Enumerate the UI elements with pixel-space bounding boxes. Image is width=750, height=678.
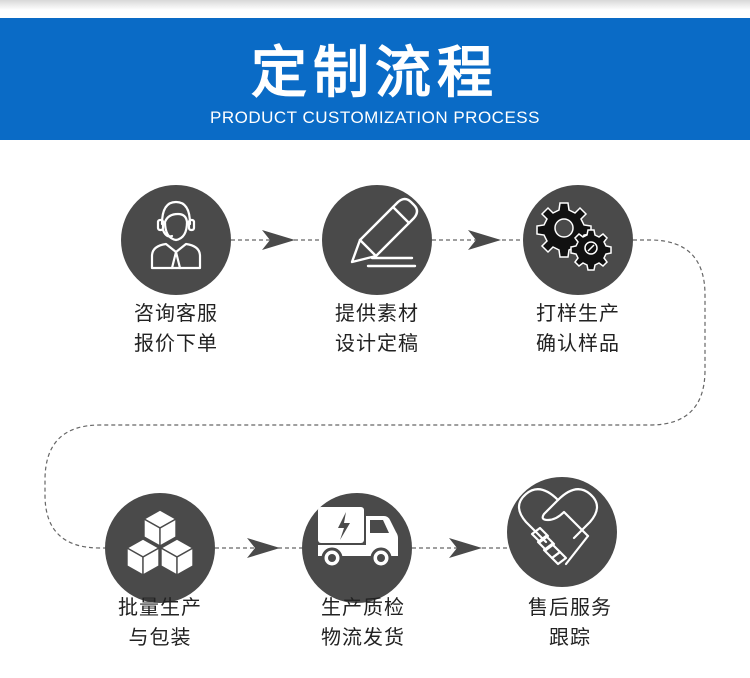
- step-3-line-2: 确认样品: [536, 331, 620, 355]
- step-3: 打样生产 确认样品: [498, 298, 658, 358]
- delivery-truck-icon: [318, 507, 398, 569]
- step-6-line-1: 售后服务: [528, 595, 612, 619]
- step-2-circle: [322, 185, 432, 295]
- step-5-line-2: 物流发货: [321, 625, 405, 649]
- handshake-heart-icon: [517, 488, 599, 566]
- step-6: 售后服务 跟踪: [490, 592, 650, 652]
- header-banner: 定制流程 PRODUCT CUSTOMIZATION PROCESS: [0, 18, 750, 140]
- step-5-line-1: 生产质检: [321, 595, 405, 619]
- step-2-line-2: 设计定稿: [335, 331, 419, 355]
- step-6-circle: [507, 477, 617, 587]
- step-1: 咨询客服 报价下单: [96, 298, 256, 358]
- top-shadow: [0, 0, 750, 10]
- arrow-5-6: [449, 538, 482, 558]
- connector-3-4: [44, 239, 706, 549]
- step-4-circle: [105, 493, 215, 603]
- page-title: 定制流程: [251, 41, 499, 106]
- step-6-line-2: 跟踪: [549, 625, 591, 649]
- page-subtitle: PRODUCT CUSTOMIZATION PROCESS: [210, 108, 540, 127]
- step-2-line-1: 提供素材: [335, 301, 419, 325]
- step-2: 提供素材 设计定稿: [297, 298, 457, 358]
- customer-service-icon: [150, 200, 202, 270]
- step-4-line-2: 与包装: [128, 625, 192, 649]
- step-1-line-2: 报价下单: [134, 331, 218, 355]
- gears-icon: [536, 202, 612, 271]
- boxes-icon: [126, 509, 194, 576]
- arrow-4-5: [247, 538, 280, 558]
- step-3-circle: [523, 185, 633, 295]
- step-5-circle: [302, 493, 412, 603]
- pencil-icon: [350, 197, 419, 268]
- arrow-1-2: [262, 230, 295, 250]
- arrow-2-3: [468, 230, 501, 250]
- step-1-circle: [121, 185, 231, 295]
- step-4-line-1: 批量生产: [118, 595, 202, 619]
- step-3-line-1: 打样生产: [536, 301, 620, 325]
- step-5: 生产质检 物流发货: [283, 592, 443, 652]
- step-1-line-1: 咨询客服: [134, 301, 218, 325]
- step-4: 批量生产 与包装: [80, 592, 240, 652]
